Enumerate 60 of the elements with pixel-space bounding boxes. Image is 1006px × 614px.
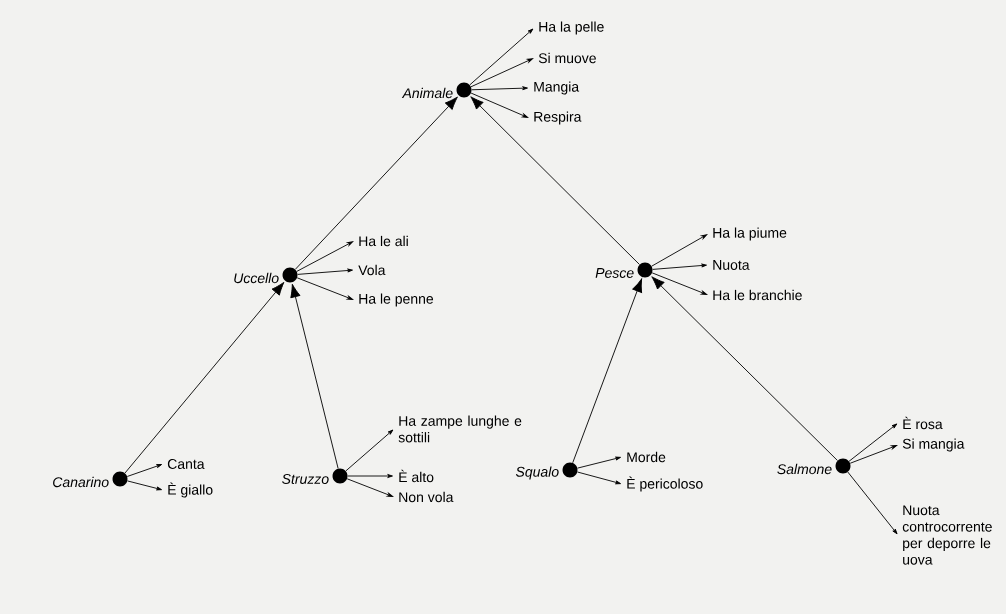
node-label: Animale bbox=[401, 87, 453, 99]
node-label: Canarino bbox=[53, 476, 109, 488]
dot bbox=[456, 82, 472, 98]
arrow bbox=[126, 464, 163, 477]
property-text: È giallo bbox=[168, 482, 213, 498]
arrow bbox=[652, 263, 707, 270]
property-text: Ha zampe lunghe e sottili bbox=[398, 415, 522, 443]
arrow bbox=[471, 86, 528, 91]
arrow bbox=[470, 92, 529, 118]
property-text: Mangia bbox=[534, 81, 580, 95]
node-label: Uccello bbox=[234, 272, 279, 284]
property-text: È rosa bbox=[903, 416, 943, 430]
dot bbox=[282, 267, 298, 283]
arrow bbox=[651, 272, 708, 295]
arrow bbox=[124, 281, 285, 474]
arrow bbox=[296, 277, 354, 300]
arrow bbox=[577, 471, 621, 485]
arrow bbox=[849, 445, 898, 464]
arrow bbox=[847, 471, 898, 535]
arrow bbox=[290, 283, 339, 469]
node-label: Squalo bbox=[515, 466, 559, 480]
arrow bbox=[469, 28, 534, 86]
arrow bbox=[572, 278, 643, 464]
property-text: Ha la pelle bbox=[539, 21, 604, 35]
node-label: Pesce bbox=[595, 268, 634, 278]
property-text: Non vola bbox=[399, 491, 454, 503]
arrow bbox=[470, 96, 640, 266]
property-text: Morde bbox=[627, 451, 666, 463]
dot bbox=[332, 468, 348, 484]
dot bbox=[112, 471, 128, 487]
dot bbox=[637, 262, 653, 278]
property-text: È alto bbox=[399, 469, 434, 483]
arrow bbox=[296, 241, 354, 272]
dot bbox=[835, 458, 851, 474]
property-text: Nuota bbox=[713, 260, 750, 270]
arrow bbox=[345, 429, 394, 472]
property-text: Respira bbox=[534, 111, 582, 125]
dot bbox=[562, 462, 578, 478]
property-text: Ha le ali bbox=[359, 235, 408, 247]
property-text: Si muove bbox=[538, 52, 596, 64]
arrow bbox=[577, 456, 621, 469]
property-text: Ha la piume bbox=[713, 227, 787, 241]
property-text: Ha le penne bbox=[359, 293, 434, 307]
property-text: Vola bbox=[358, 264, 386, 276]
arrow bbox=[651, 234, 708, 267]
property-text: Nuota controcorrente per deporre le uova bbox=[902, 505, 992, 565]
arrow bbox=[127, 480, 162, 491]
property-text: È pericoloso bbox=[627, 476, 703, 492]
arrow bbox=[297, 268, 353, 275]
node-label: Salmone bbox=[777, 463, 832, 475]
arrow bbox=[848, 423, 898, 462]
arrow bbox=[470, 58, 534, 88]
arrow bbox=[346, 478, 394, 497]
node-label: Struzzo bbox=[282, 474, 329, 484]
arrow bbox=[651, 276, 838, 462]
property-text: Canta bbox=[167, 459, 205, 469]
property-text: Si mangia bbox=[902, 438, 965, 452]
property-text: Ha le branchie bbox=[713, 289, 802, 301]
arrow bbox=[294, 96, 458, 270]
arrow bbox=[347, 474, 393, 478]
